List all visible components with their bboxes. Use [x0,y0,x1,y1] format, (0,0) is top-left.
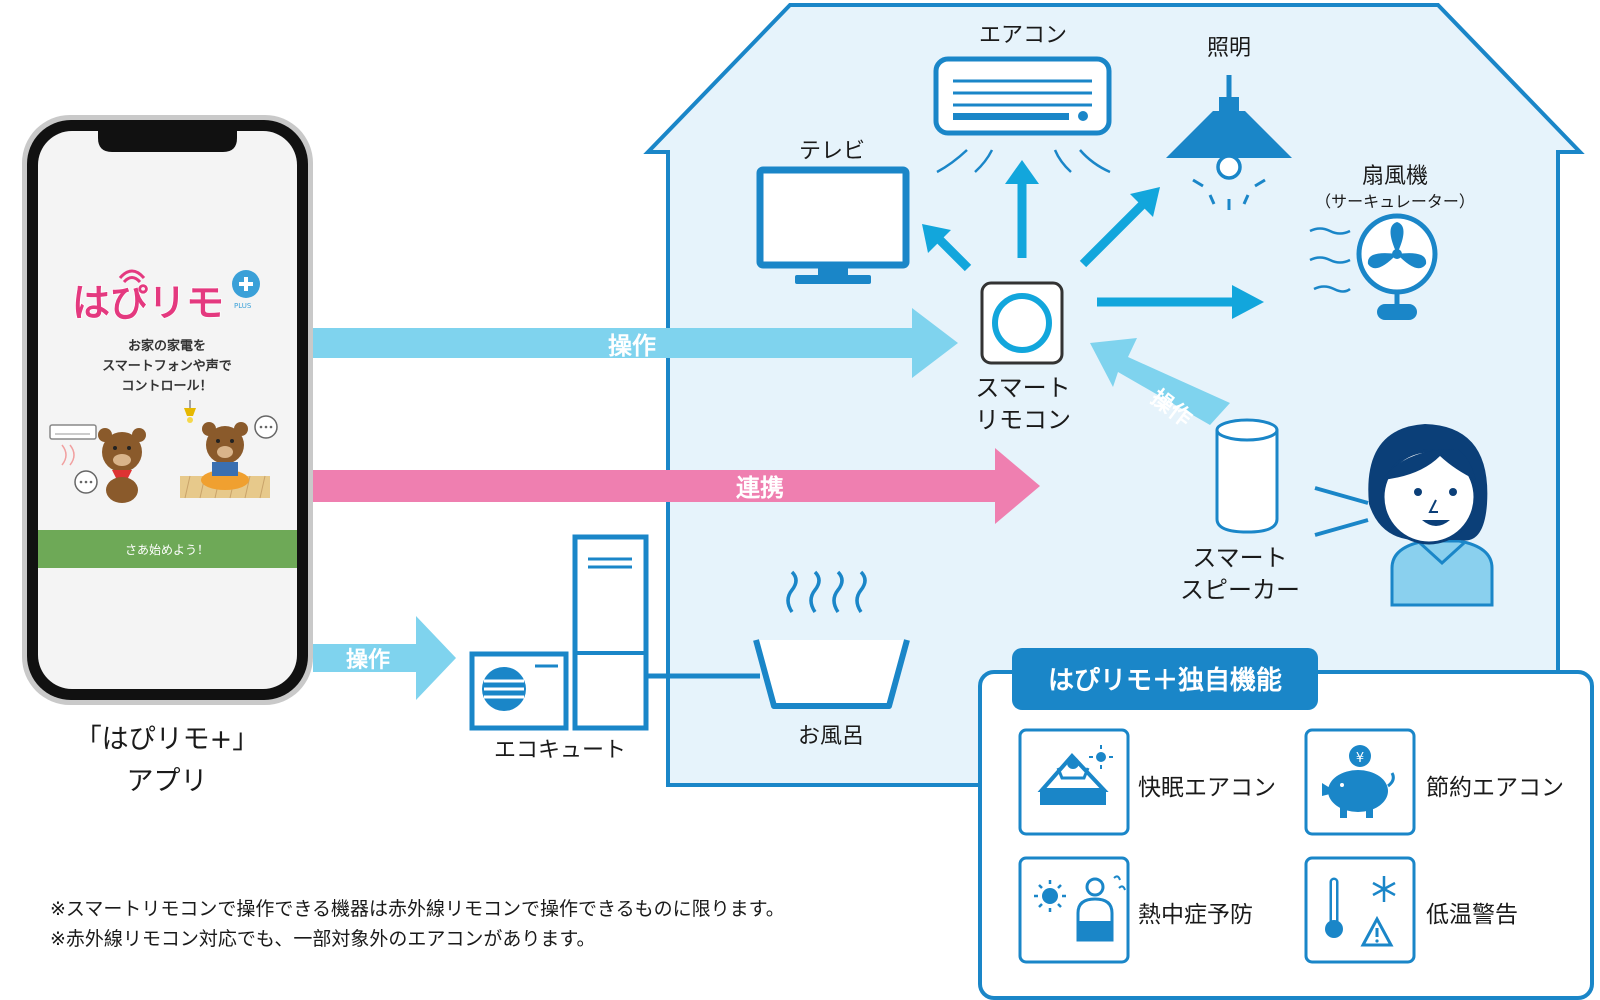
aircon-icon [933,56,1112,174]
tv-label: テレビ [799,139,865,164]
low-temp-warning-icon [1325,876,1396,947]
wifi-icon [118,269,146,284]
feature-label-heatstroke: 熱中症予防 [1138,902,1253,928]
features-title: はぴリモ＋独自機能 [1048,665,1282,696]
remote-to-fan-arrow [1097,285,1264,319]
sleep-icon [1037,745,1113,805]
logo-plus-tag: PLUS [234,302,252,310]
ecocute-icon [469,534,649,731]
feature-item-lowtemp [1304,856,1416,964]
logo-text: はぴリモ [72,281,224,325]
app-caption-line1: 「はぴリモ+」 [75,724,260,755]
remote-to-tv-arrow [922,224,972,272]
smart-remote-label-line1: スマート [975,374,1070,402]
light-label: 照明 [1207,36,1251,61]
remote-to-light-arrow [1079,187,1160,268]
operate-arrow-top-label: 操作 [608,332,656,360]
operate-arrow-bottom-label: 操作 [346,648,390,673]
start-button-label: さあ始めよう！ [125,543,209,557]
bath-label: お風呂 [798,724,864,749]
start-button[interactable] [38,530,297,568]
smart-speaker-icon [1215,418,1279,534]
fan-sublabel: （サーキュレーター） [1315,192,1475,211]
feature-label-saving: 節約エアコン [1426,775,1564,801]
tagline-line3: コントロール！ [121,379,212,394]
feature-label-lowtemp: 低温警告 [1426,902,1518,928]
app-logo: はぴリモ PLUS [71,269,260,326]
link-arrow-label: 連携 [736,474,784,502]
note-line1: ※スマートリモコンで操作できる機器は赤外線リモコンで操作できるものに限ります。 [50,898,785,920]
tv-icon [756,166,910,284]
tagline-line2: スマートフォンや声で [102,358,232,374]
bear-character [102,432,142,472]
fan-icon [1309,213,1438,320]
feature-label-sleep: 快眠エアコン [1138,775,1276,801]
svg-text:¥: ¥ [1356,751,1364,766]
light-icon [1166,75,1292,210]
operate-arrow-top: 操作 [313,308,958,378]
piggy-bank-icon: ¥ [1322,745,1395,818]
tagline-line1: お家の家電を [128,338,206,354]
aircon-label: エアコン [979,23,1067,48]
woman-speaking-icon [1314,424,1494,607]
smart-remote-icon [980,281,1064,365]
bath-icon [753,570,910,709]
smart-speaker-label-line2: スピーカー [1180,576,1300,604]
smartphone [22,115,313,705]
app-caption-line2: アプリ [127,766,208,797]
feature-item-sleep [1018,728,1130,836]
ecocute-label: エコキュート [494,738,626,763]
link-arrow: 連携 [313,448,1040,524]
fan-label: 扇風機 [1362,164,1428,189]
phone-illustration [49,400,278,503]
features-title-bar [1012,648,1318,710]
smart-speaker-label-line1: スマート [1192,544,1287,572]
note-line2: ※赤外線リモコン対応でも、一部対象外のエアコンがあります。 [50,928,595,950]
operate-arrow-bottom: 操作 [313,616,456,700]
smart-remote-label-line2: リモコン [975,406,1071,434]
remote-to-aircon-arrow [1005,160,1039,258]
heatstroke-icon [1034,875,1126,942]
